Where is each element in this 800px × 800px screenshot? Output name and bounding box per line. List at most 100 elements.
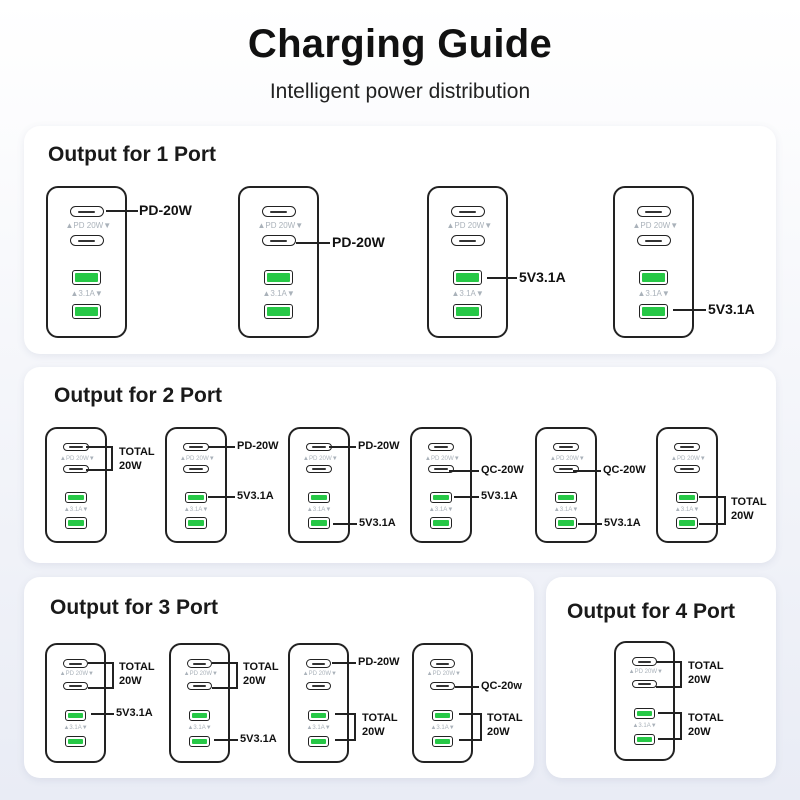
pd-marking: ▲PD 20W▼ [670,454,706,462]
usb-a-port-icon [307,517,331,529]
usb-c-port-icon [305,682,332,691]
pd-marking: ▲PD 20W▼ [183,671,218,678]
usb-c-port-icon [182,464,209,474]
usb-a-port-icon [64,517,88,529]
usb-c-port-icon [182,442,209,452]
usb-c-port-icon [69,206,104,218]
usb-c-port-icon [261,206,296,218]
usb-a-port-icon [184,491,208,504]
usb-marking: ▲3.1A▼ [63,724,88,731]
pd-marking: ▲PD 20W▼ [59,671,94,678]
leader-line [296,242,330,244]
charger-icon: ▲PD 20W▼ ▲3.1A▼ [410,427,472,543]
port-label: TOTAL [362,712,398,724]
port-label: PD-20W [358,440,400,452]
bracket-line [699,496,725,498]
port-label: QC-20w [481,680,522,692]
usb-a-port-icon [307,736,330,748]
usb-a-port-icon [431,709,454,722]
port-label: TOTAL [688,660,724,672]
leader-line [487,277,517,279]
leader-line [333,523,357,525]
usb-c-port-icon [305,464,332,474]
bracket-line [88,687,113,689]
bracket-line [88,662,113,664]
port-label: PD-20W [139,202,192,218]
usb-c-port-icon [186,659,213,668]
usb-a-port-icon [554,517,578,529]
port-label: TOTAL [731,496,767,508]
bracket-line [112,662,114,689]
port-label: 20W [731,510,754,522]
port-label: 5V3.1A [481,490,518,502]
bracket-line [111,446,113,471]
pd-marking: ▲PD 20W▼ [426,671,461,678]
usb-a-port-icon [307,709,330,722]
usb-marking: ▲3.1A▼ [451,289,484,299]
usb-a-port-icon [64,736,87,748]
charger-icon: ▲PD 20W▼ ▲3.1A▼ [288,643,349,763]
bracket-line [699,523,725,525]
charger-icon: ▲PD 20W▼▲3.1A▼ [169,643,230,763]
usb-marking: ▲3.1A▼ [183,506,209,514]
pd-marking: ▲PD 20W▼ [549,454,585,462]
charger-icon: ▲PD 20W▼▲3.1A▼ [45,427,107,543]
pd-marking: ▲PD 20W▼ [424,454,460,462]
charger-icon: ▲PD 20W▼▲3.1A▼ [165,427,227,543]
bracket-line [212,687,237,689]
port-label: PD-20W [332,234,385,250]
page-title: Charging Guide [247,22,553,66]
usb-a-port-icon [639,270,668,286]
usb-marking: ▲3.1A▼ [63,506,89,514]
port-label: PD-20W [358,656,400,668]
usb-marking: ▲3.1A▼ [637,289,670,299]
usb-c-port-icon [636,206,671,218]
usb-a-port-icon [72,303,101,319]
heading-two-port: Output for 2 Port [54,384,222,407]
usb-c-port-icon [429,682,456,691]
usb-marking: ▲3.1A▼ [306,724,331,731]
usb-c-port-icon [631,657,658,666]
charger-icon: ▲PD 20W▼▲3.1A▼ [46,186,127,338]
bracket-line [656,686,681,688]
usb-c-port-icon [552,464,579,474]
charger-icon: ▲PD 20W▼▲3.1A▼ [238,186,319,338]
port-label: 5V3.1A [116,707,153,719]
heading-one-port: Output for 1 Port [48,143,216,166]
usb-a-port-icon [72,270,101,286]
leader-line [214,739,238,741]
usb-c-port-icon [636,235,671,247]
leader-line [106,210,138,212]
usb-c-port-icon [450,206,485,218]
port-label: 20W [688,674,711,686]
bracket-line [86,446,112,448]
usb-c-port-icon [631,680,658,689]
bracket-line [335,713,355,715]
bracket-line [335,739,355,741]
usb-c-port-icon [552,442,579,452]
pd-marking: ▲PD 20W▼ [65,221,112,231]
port-label: 5V3.1A [359,517,396,529]
charger-icon: ▲PD 20W▼▲3.1A▼ [427,186,508,338]
charger-icon: ▲PD 20W▼ ▲3.1A▼ [656,427,718,543]
leader-line [455,686,479,688]
pd-marking: ▲PD 20W▼ [257,221,304,231]
port-label: TOTAL [119,446,155,458]
usb-c-port-icon [305,659,332,668]
heading-four-port: Output for 4 Port [567,600,735,623]
leader-line [673,309,706,311]
usb-c-port-icon [62,682,89,691]
port-label: TOTAL [688,712,724,724]
usb-a-port-icon [307,491,331,504]
pd-marking: ▲PD 20W▼ [302,671,337,678]
port-label: 20W [119,675,142,687]
pd-marking: ▲PD 20W▼ [302,454,338,462]
port-label: 20W [487,726,510,738]
usb-c-port-icon [427,442,454,452]
charger-icon: ▲PD 20W▼▲3.1A▼ [535,427,597,543]
usb-a-port-icon [675,517,699,529]
usb-a-port-icon [184,517,208,529]
usb-marking: ▲3.1A▼ [674,506,700,514]
leader-line [449,470,479,472]
usb-marking: ▲3.1A▼ [428,506,454,514]
